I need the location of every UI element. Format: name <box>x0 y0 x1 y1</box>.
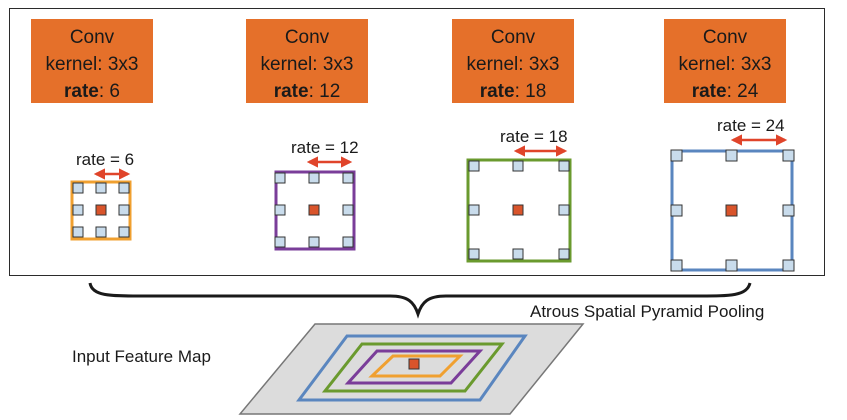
conv-title: Conv <box>490 27 536 48</box>
atrous-kernel-rate-12 <box>274 156 356 251</box>
conv-kernel: kernel: 3x3 <box>678 54 772 75</box>
input-feature-map <box>238 323 585 415</box>
atrous-kernel-rate-24 <box>670 134 795 272</box>
conv-rate-key: rate <box>273 81 309 102</box>
rate-label-12: rate = 12 <box>291 138 359 157</box>
conv-kernel: kernel: 3x3 <box>466 54 560 75</box>
aspp-label: Atrous Spatial Pyramid Pooling <box>530 302 765 321</box>
input-feature-map-label: Input Feature Map <box>72 347 211 366</box>
rate-label-18: rate = 18 <box>500 127 568 146</box>
conv-rate-key: rate <box>479 81 515 102</box>
conv-box-rate-12: Conv kernel: 3x3 rate: 12 <box>246 19 368 103</box>
conv-rate-value: : 24 <box>726 81 759 102</box>
pooling-brace <box>88 282 752 319</box>
rate-label-24: rate = 24 <box>717 116 785 135</box>
conv-box-rate-6: Conv kernel: 3x3 rate: 6 <box>31 19 153 103</box>
conv-rate-key: rate <box>691 81 727 102</box>
conv-box-rate-24: Conv kernel: 3x3 rate: 24 <box>664 19 786 103</box>
conv-rate-value: : 12 <box>308 81 341 102</box>
conv-title: Conv <box>69 27 115 48</box>
rate-label-6: rate = 6 <box>76 150 135 169</box>
conv-kernel: kernel: 3x3 <box>260 54 354 75</box>
atrous-kernel-rate-6 <box>70 168 132 241</box>
conv-title: Conv <box>284 27 330 48</box>
aspp-panel <box>9 8 825 276</box>
atrous-kernel-rate-18 <box>466 145 572 263</box>
conv-kernel: kernel: 3x3 <box>45 54 139 75</box>
conv-rate-value: : 18 <box>514 81 547 102</box>
conv-rate-value: : 6 <box>98 81 120 102</box>
conv-box-rate-18: Conv kernel: 3x3 rate: 18 <box>452 19 574 103</box>
conv-title: Conv <box>702 27 748 48</box>
conv-rate-key: rate <box>64 81 99 102</box>
